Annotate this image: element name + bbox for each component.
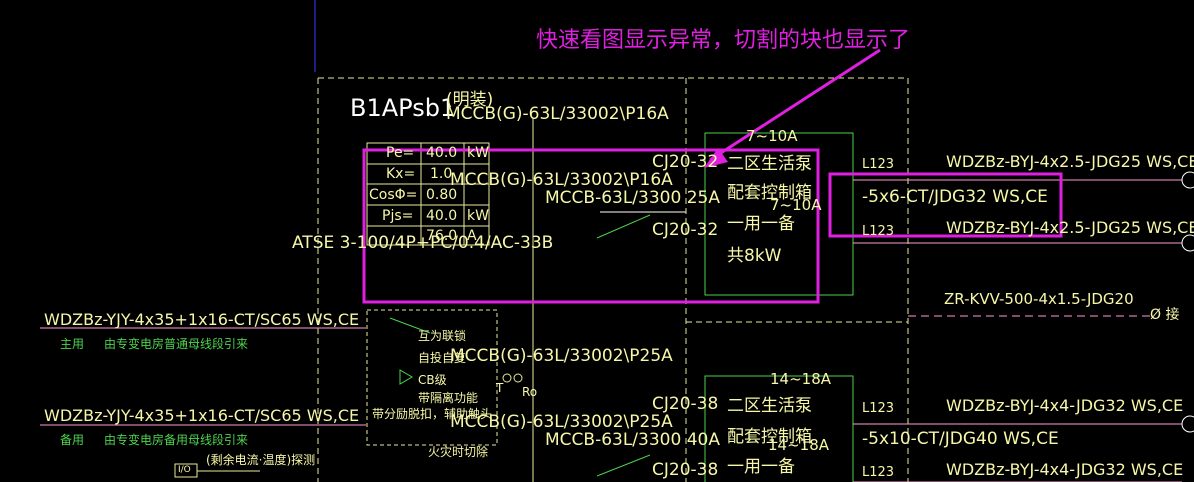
lower-breaker-top-dup: MCCB(G)-63L/33002\P25A [450, 412, 673, 432]
right-label: Ø 接 [1150, 307, 1180, 323]
device-1-line: 配套控制箱 [727, 183, 812, 203]
lower-contactor-1: CJ20-38 [652, 394, 719, 414]
residual-label: (剩余电流·温度)探测 [206, 453, 316, 467]
motor-2-symbol[interactable] [1181, 234, 1194, 252]
ct-circle-2 [513, 373, 523, 383]
motor-1-symbol[interactable] [1181, 171, 1194, 189]
param-label: Pe= [386, 145, 415, 161]
device-1-current-dup: 7~10A [770, 196, 822, 214]
param-value: 0.80 [426, 187, 458, 203]
lower-contactor-2: CJ20-38 [652, 460, 719, 480]
output-cable: WDZBz-BYJ-4x4-JDG32 WS,CE [946, 460, 1184, 479]
param-label: CosΦ= [369, 187, 418, 203]
output-phase: L123 [862, 401, 895, 416]
breaker-contact-2 [596, 454, 651, 477]
ct-circle-1 [502, 373, 512, 383]
breaker-contact-1 [596, 214, 651, 239]
incoming-cable-main: WDZBz-YJY-4x35+1x16-CT/SC65 WS,CE [44, 310, 360, 329]
device-1-current: 7~10A [746, 127, 798, 145]
output-cable: -5x10-CT/JDG40 WS,CE [862, 429, 1059, 449]
device-1-line: 二区生活泵 [727, 154, 812, 174]
t-label: T [496, 381, 504, 395]
annotation-arrow-shaft [709, 48, 881, 162]
param-label: Pjs= [382, 208, 414, 224]
device-1-box [704, 132, 854, 296]
breaker-top-dup-label: MCCB(G)-63L/33002\P16A [450, 170, 673, 190]
device-2-line: 一用一备 [727, 457, 795, 477]
params-table-grid [366, 142, 490, 246]
interlock-link [389, 317, 431, 334]
device-2-current: 14~18A [770, 370, 832, 388]
output-phase: L123 [862, 465, 895, 480]
incoming-note-backup: 由专变电房备用母线段引来 [104, 433, 249, 447]
incoming-role-backup: 备用 [60, 433, 85, 447]
param-value: 40.0 [426, 145, 458, 161]
breaker-top-label: MCCB(G)-63L/33002\P16A [446, 104, 669, 124]
annotation-text: 快速看图显示异常，切割的块也显示了 [536, 28, 911, 53]
lower-breaker-top: MCCB(G)-63L/33002\P25A [450, 346, 673, 366]
device-1-line: 共8kW [727, 246, 782, 266]
interlock-line: 自投自复 [418, 351, 467, 365]
interlock-line: 带隔离功能 [418, 391, 479, 405]
highlight-box-cable [828, 172, 1063, 238]
device-2-current-dup: 14~18A [768, 436, 830, 454]
panel-name-suffix: (明装) [446, 90, 494, 110]
output-phase: L123 [862, 157, 895, 172]
param-value: 40.0 [426, 208, 458, 224]
highlight-box-main [362, 148, 820, 304]
interlock-line: 互为联锁 [418, 329, 467, 343]
panel-name: B1APsb1 [350, 94, 456, 122]
fire-note: 火灾时切除 [428, 445, 489, 459]
annotation-arrow-head [704, 148, 728, 168]
panel-dashed-boundary [318, 77, 909, 482]
breaker-main-label: MCCB-63L/3300 25A [545, 188, 720, 208]
param-value: 1.0 [430, 166, 453, 182]
output-cable: -5x6-CT/JDG32 WS,CE [862, 187, 1048, 207]
incoming-cable-backup: WDZBz-YJY-4x35+1x16-CT/SC65 WS,CE [44, 406, 360, 425]
io-label: I/O [178, 465, 191, 475]
interlock-line: CB级 [418, 373, 447, 387]
interlock-arrow [399, 369, 413, 385]
param-unit: kW [467, 145, 489, 161]
motor-3-symbol[interactable] [1181, 415, 1194, 433]
contactor-1-label: CJ20-32 [652, 152, 719, 172]
output-cable: WDZBz-BYJ-4x2.5-JDG25 WS,CE [946, 218, 1194, 237]
interlock-line: 带分励脱扣，辅助触头 [372, 407, 493, 421]
device-1-line: 一用一备 [727, 214, 795, 234]
device-2-line: 二区生活泵 [727, 396, 812, 416]
param-label: Kx= [386, 166, 416, 182]
lower-breaker-main: MCCB-63L/3300 40A [545, 430, 720, 450]
param-unit: A [467, 228, 477, 244]
atse-label: ATSE 3-100/4P+PC/0.4/AC-33B [292, 233, 554, 253]
output-phase: L123 [862, 224, 895, 239]
feeder-lines [40, 179, 1182, 482]
device-2-box [704, 375, 854, 482]
param-value: 76.0 [426, 228, 458, 244]
ro-label: Ro [522, 385, 538, 399]
param-unit: kW [467, 208, 489, 224]
device-2-line: 配套控制箱 [727, 427, 812, 447]
output-cable: WDZBz-BYJ-4x4-JDG32 WS,CE [946, 396, 1184, 415]
output-cable: ZR-KVV-500-4x1.5-JDG20 [944, 290, 1134, 308]
contactor-2-label: CJ20-32 [652, 220, 719, 240]
incoming-role-main: 主用 [60, 337, 85, 351]
output-cable: WDZBz-BYJ-4x2.5-JDG25 WS,CE [946, 152, 1194, 171]
interlock-box [366, 309, 498, 446]
incoming-note-main: 由专变电房普通母线段引来 [104, 337, 249, 351]
